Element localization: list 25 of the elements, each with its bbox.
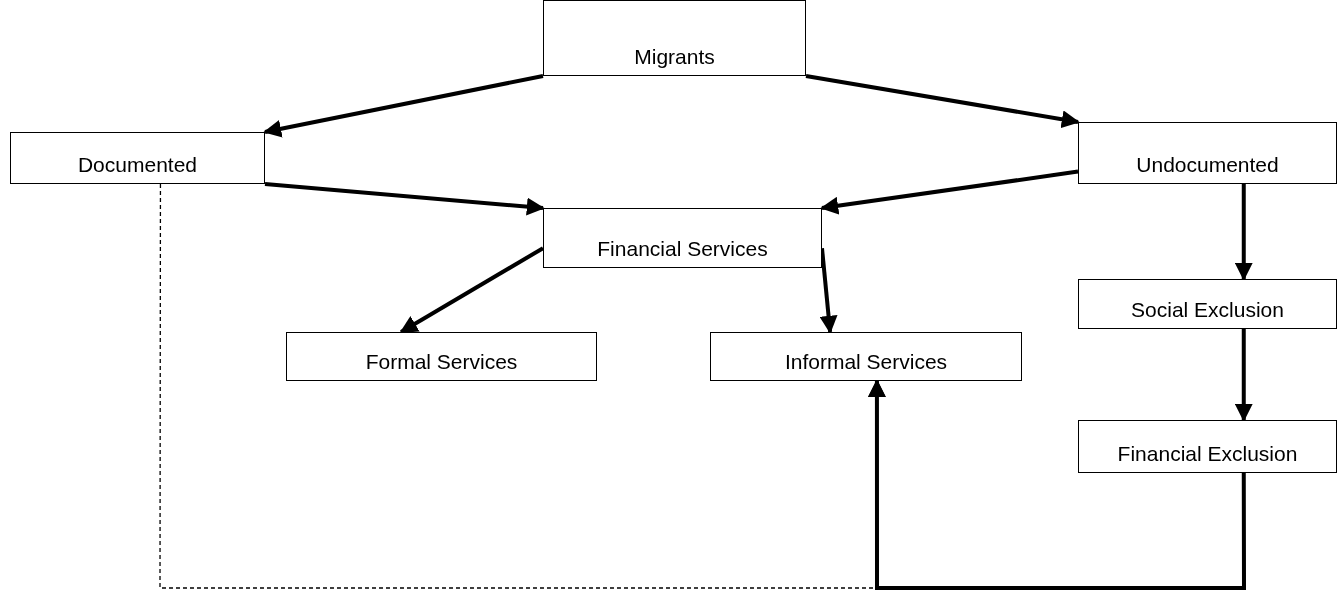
- arrow: [263, 74, 544, 138]
- process-box: [543, 208, 822, 268]
- process-box: [1078, 122, 1337, 184]
- arrow: [805, 74, 1080, 129]
- box-label: Financial Exclusion: [1117, 442, 1298, 466]
- box-label: Undocumented: [1136, 153, 1279, 177]
- process-box: [1078, 279, 1337, 329]
- process-box: [286, 332, 597, 381]
- arrow: [399, 246, 544, 334]
- process-box: [543, 0, 806, 76]
- process-box: [710, 332, 1022, 381]
- box-label: Formal Services: [365, 350, 518, 374]
- dashed-arrow: [159, 183, 887, 589]
- box-label: Migrants: [634, 45, 715, 69]
- arrow: [819, 248, 838, 334]
- process-box: [1078, 420, 1337, 473]
- arrow: [1234, 184, 1253, 281]
- arrow: [820, 169, 1079, 215]
- box-label: Documented: [77, 153, 198, 177]
- box-label: Financial Services: [597, 237, 768, 261]
- arrow: [264, 182, 545, 216]
- process-box: [10, 132, 265, 184]
- arrow: [1234, 329, 1253, 422]
- box-label: Informal Services: [784, 350, 948, 374]
- box-label: Social Exclusion: [1131, 298, 1284, 322]
